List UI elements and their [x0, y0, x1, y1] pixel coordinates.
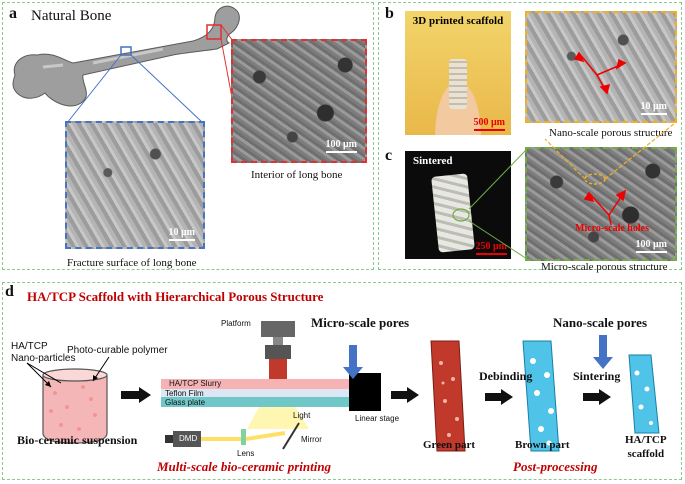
micro-porous-sem: Micro-scale holes 100 μm	[525, 147, 677, 261]
suspension-caption: Bio-ceramic suspension	[17, 433, 138, 447]
dmd-label: DMD	[179, 434, 198, 443]
nano-caption: Nano-scale porous structure	[549, 127, 673, 139]
sintered-scale-bar: 250 μm	[475, 241, 508, 255]
mirror-label: Mirror	[301, 435, 322, 444]
long-bone-illustration	[12, 5, 240, 124]
debinding-label: Debinding	[479, 369, 533, 383]
polymer-label: Photo-curable polymer	[67, 345, 168, 356]
panel-d-letter: d	[5, 283, 14, 300]
ha-tcp-label: HA/TCP Nano-particles	[11, 341, 76, 364]
teflon-label: Teflon Film	[165, 389, 204, 398]
slurry-label: HA/TCP Slurry	[169, 379, 222, 388]
sintering-label: Sintering	[573, 369, 621, 383]
nano-pores-label: Nano-scale pores	[553, 315, 648, 330]
micro-pores-label: Micro-scale pores	[311, 315, 410, 330]
fracture-surface-sem: 10 μm	[65, 121, 205, 249]
nano-scale-label: 10 μm	[640, 101, 668, 112]
panel-a-title: Natural Bone	[31, 8, 112, 24]
sintered-scale-label: 250 μm	[475, 241, 508, 252]
platform-label: Platform	[221, 319, 251, 328]
beaker-illustration	[26, 356, 110, 444]
printer-diagram	[121, 321, 660, 452]
micro-holes-label: Micro-scale holes	[575, 223, 649, 234]
panel-d-title: HA/TCP Scaffold with Hierarchical Porous…	[27, 289, 324, 304]
panel-a: a Natural Bone 10 μm Fracture surface of…	[2, 2, 374, 270]
nano-pore-arrows	[573, 51, 627, 95]
final-scaffold-label: HA/TCP scaffold	[625, 434, 667, 460]
nano-porous-sem: 10 μm	[525, 11, 677, 123]
sintered-object	[431, 173, 475, 253]
fracture-caption: Fracture surface of long bone	[67, 257, 197, 269]
interior-site-marker	[206, 24, 222, 40]
interior-scale-bar: 100 μm	[325, 139, 358, 153]
micro-scale-label: 100 μm	[635, 239, 668, 250]
fracture-scale-bar: 10 μm	[168, 227, 196, 241]
panel-d: d HA/TCP Scaffold with Hierarchical Poro…	[2, 282, 682, 480]
nano-scale-bar: 10 μm	[640, 101, 668, 115]
post-processing-caption: Post-processing	[513, 459, 598, 474]
interior-caption: Interior of long bone	[251, 169, 343, 181]
photo-scale-bar: 500 μm	[473, 117, 506, 131]
linear-stage-label: Linear stage	[355, 414, 400, 423]
interior-bone-sem: 100 μm	[231, 39, 367, 163]
fracture-scale-label: 10 μm	[168, 227, 196, 238]
glass-label: Glass plate	[165, 398, 206, 407]
printed-scaffold-photo: 3D printed scaffold 500 μm	[405, 11, 511, 135]
brown-part-label: Brown part	[515, 439, 570, 451]
final-scaffold-3d	[628, 354, 660, 434]
green-part-label: Green part	[423, 439, 476, 451]
panel-c-letter: c	[385, 147, 393, 164]
fracture-site-marker	[120, 46, 132, 56]
brown-part-3d	[522, 340, 560, 452]
panel-bc: b 3D printed scaffold 500 μm 10 μm Nano-…	[378, 2, 682, 273]
printed-scaffold-title: 3D printed scaffold	[412, 15, 504, 27]
panel-a-letter: a	[9, 5, 17, 22]
photo-scale-label: 500 μm	[473, 117, 506, 128]
green-part-3d	[430, 340, 466, 452]
light-label: Light	[293, 411, 311, 420]
micro-caption: Micro-scale porous structure	[541, 261, 668, 273]
printing-caption: Multi-scale bio-ceramic printing	[157, 459, 332, 474]
lens-label: Lens	[237, 449, 255, 458]
interior-scale-label: 100 μm	[325, 139, 358, 150]
panel-b-letter: b	[385, 5, 394, 22]
micro-scale-bar: 100 μm	[635, 239, 668, 253]
scaffold-object	[449, 59, 467, 109]
micro-hole-arrows	[583, 189, 627, 226]
sintered-scaffold-photo: Sintered 250 μm	[405, 151, 511, 259]
sintered-title: Sintered	[413, 155, 453, 167]
